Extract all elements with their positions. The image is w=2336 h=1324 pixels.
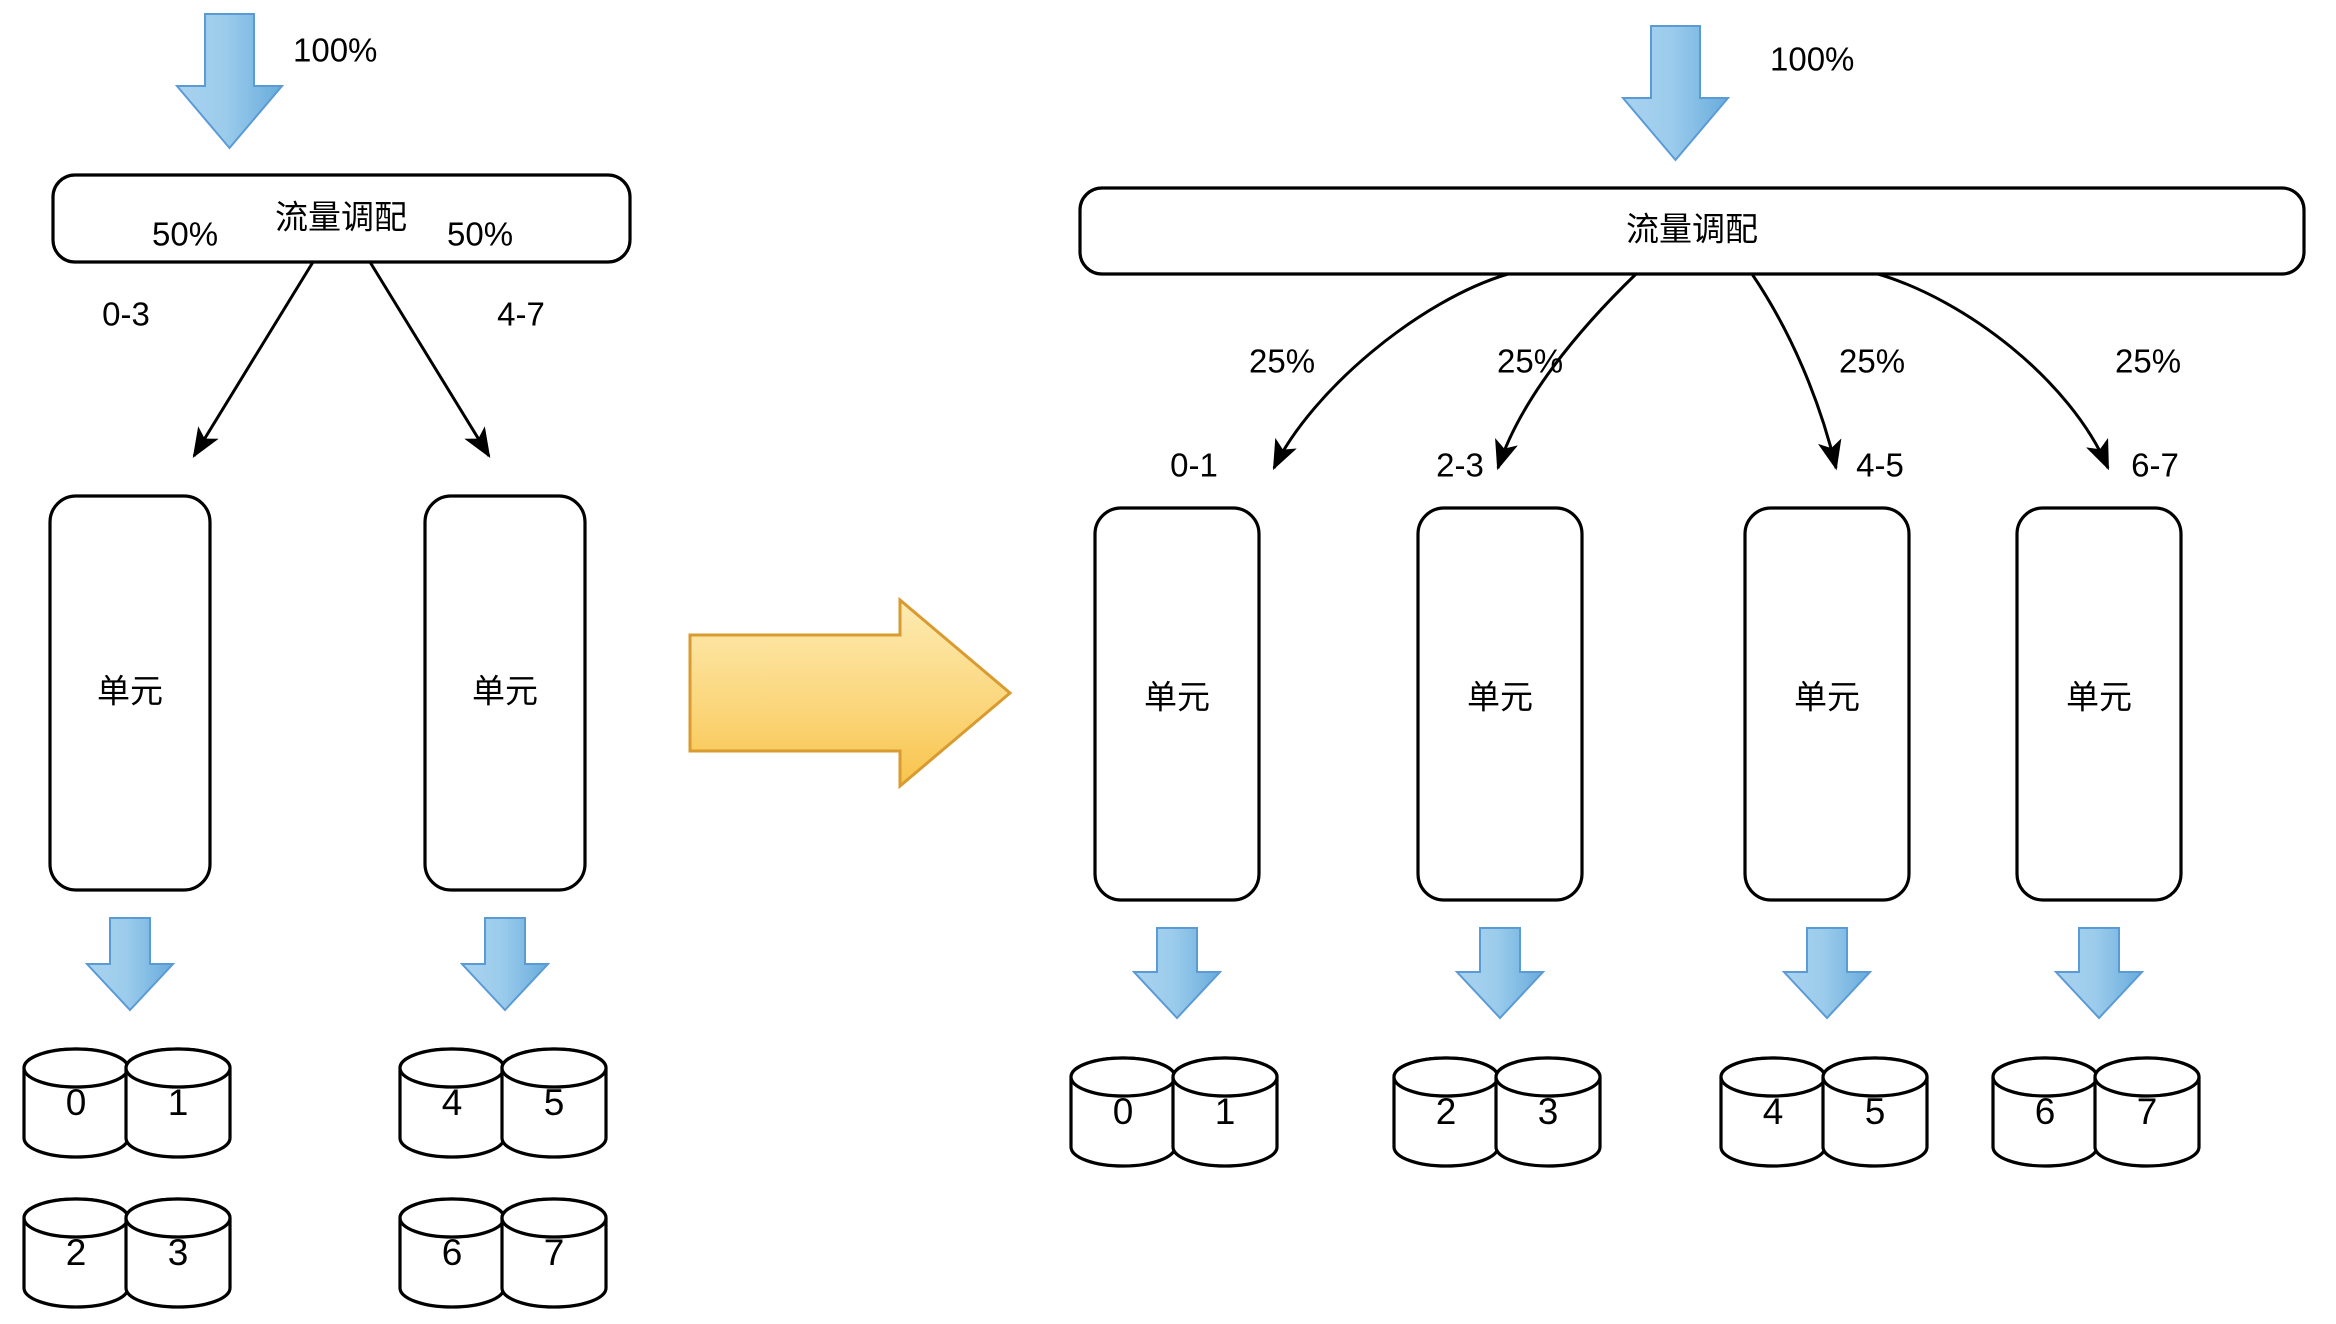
after-split-line-3 [1750, 273, 1842, 471]
after-shard-cylinder-4[interactable]: 4 [1719, 1056, 1827, 1168]
after-split-percent-3: 25% [1839, 343, 1905, 380]
before-split-line-2 [368, 261, 491, 459]
before-unit-box-1[interactable] [48, 494, 212, 892]
before-shard-cylinder-1[interactable]: 1 [124, 1047, 232, 1159]
after-shard-cylinder-2[interactable]: 2 [1392, 1056, 1500, 1168]
after-unit-label-1: 单元 [1144, 679, 1210, 716]
after-router-label: 流量调配 [1626, 211, 1758, 248]
before-shard-label-3: 3 [168, 1232, 189, 1273]
after-shard-label-1: 1 [1215, 1091, 1236, 1132]
before-shard-label-4: 4 [442, 1082, 463, 1123]
after-unit-box-2[interactable] [1416, 506, 1584, 902]
after-shard-cylinder-7[interactable]: 7 [2093, 1056, 2201, 1168]
before-shard-label-0: 0 [66, 1082, 87, 1123]
after-shard-label-4: 4 [1763, 1091, 1784, 1132]
after-unit-label-2: 单元 [1467, 679, 1533, 716]
before-split-percent-1: 50% [152, 216, 218, 253]
after-ingress-percent: 100% [1770, 41, 1854, 78]
after-unit-label-4: 单元 [2066, 679, 2132, 716]
before-shard-cylinder-7[interactable]: 7 [500, 1197, 608, 1309]
before-shard-label-5: 5 [544, 1082, 565, 1123]
transition-right-arrow-icon [688, 596, 1013, 790]
after-shard-label-6: 6 [2035, 1091, 2056, 1132]
after-unit-range-4: 6-7 [2131, 447, 2179, 484]
after-split-line-4 [1877, 272, 2110, 471]
after-shard-cylinder-3[interactable]: 3 [1494, 1056, 1602, 1168]
after-unit-egress-arrow-icon-3 [1781, 927, 1873, 1020]
before-router-label: 流量调配 [275, 199, 407, 236]
after-shard-label-0: 0 [1113, 1091, 1134, 1132]
before-shard-label-6: 6 [442, 1232, 463, 1273]
before-unit-egress-arrow-icon-2 [459, 917, 551, 1012]
before-unit-label-2: 单元 [472, 673, 538, 710]
before-shard-cylinder-0[interactable]: 0 [22, 1047, 130, 1159]
before-shard-cylinder-5[interactable]: 5 [500, 1047, 608, 1159]
after-split-line-2 [1495, 272, 1638, 471]
before-unit-box-2[interactable] [423, 494, 587, 892]
before-shard-label-2: 2 [66, 1232, 87, 1273]
before-ingress-percent: 100% [293, 32, 377, 69]
before-shard-label-7: 7 [544, 1232, 565, 1273]
before-split-line-1 [192, 261, 315, 459]
after-unit-range-1: 0-1 [1170, 447, 1218, 484]
before-ingress-arrow-icon [174, 13, 285, 150]
before-router-box[interactable] [51, 173, 632, 264]
before-shard-label-1: 1 [168, 1082, 189, 1123]
before-shard-cylinder-6[interactable]: 6 [398, 1197, 506, 1309]
after-unit-egress-arrow-icon-1 [1131, 927, 1223, 1020]
before-split-percent-2: 50% [447, 216, 513, 253]
after-unit-box-3[interactable] [1743, 506, 1911, 902]
before-unit-label-1: 单元 [97, 673, 163, 710]
after-shard-label-3: 3 [1538, 1091, 1559, 1132]
after-unit-label-3: 单元 [1794, 679, 1860, 716]
after-split-line-1 [1272, 272, 1509, 471]
after-unit-range-2: 2-3 [1436, 447, 1484, 484]
after-shard-label-2: 2 [1436, 1091, 1457, 1132]
before-shard-cylinder-3[interactable]: 3 [124, 1197, 232, 1309]
after-split-percent-1: 25% [1249, 343, 1315, 380]
before-shard-cylinder-2[interactable]: 2 [22, 1197, 130, 1309]
after-shard-cylinder-6[interactable]: 6 [1991, 1056, 2099, 1168]
after-router-box[interactable] [1078, 186, 2306, 276]
after-shard-cylinder-0[interactable]: 0 [1069, 1056, 1177, 1168]
before-shard-cylinder-4[interactable]: 4 [398, 1047, 506, 1159]
after-shard-cylinder-5[interactable]: 5 [1821, 1056, 1929, 1168]
after-unit-box-4[interactable] [2015, 506, 2183, 902]
after-shard-label-5: 5 [1865, 1091, 1886, 1132]
before-unit-range-1: 0-3 [102, 296, 150, 333]
after-split-percent-4: 25% [2115, 343, 2181, 380]
after-unit-egress-arrow-icon-4 [2053, 927, 2145, 1020]
after-shard-cylinder-1[interactable]: 1 [1171, 1056, 1279, 1168]
after-shard-label-7: 7 [2137, 1091, 2158, 1132]
after-split-percent-2: 25% [1497, 343, 1563, 380]
after-unit-egress-arrow-icon-2 [1454, 927, 1546, 1020]
before-unit-range-2: 4-7 [497, 296, 545, 333]
after-unit-range-3: 4-5 [1856, 447, 1904, 484]
before-unit-egress-arrow-icon-1 [84, 917, 176, 1012]
after-ingress-arrow-icon [1620, 25, 1731, 162]
after-unit-box-1[interactable] [1093, 506, 1261, 902]
